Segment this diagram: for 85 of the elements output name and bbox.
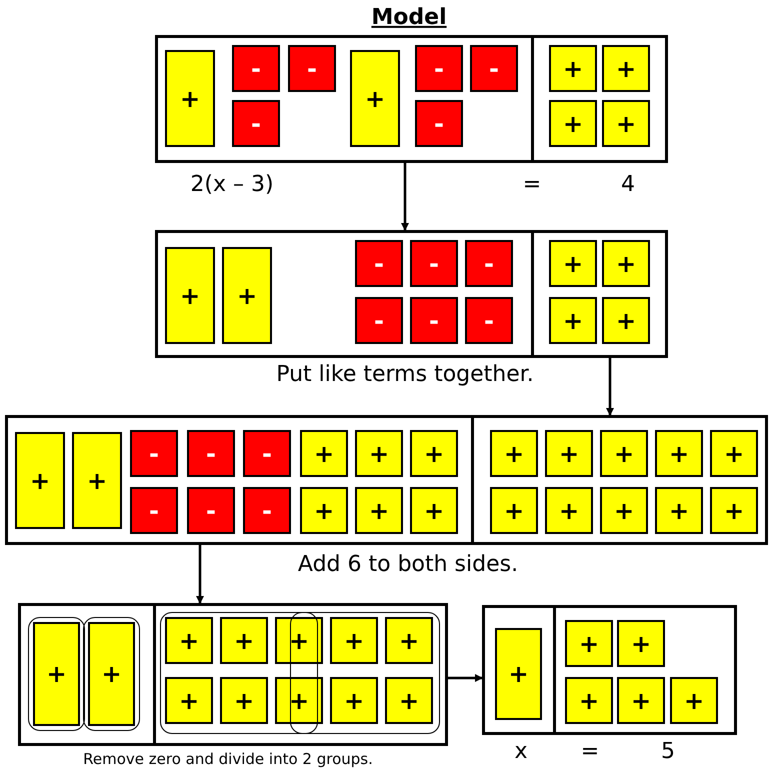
positive-unit-tile: + xyxy=(602,240,650,287)
x-tile: + xyxy=(88,622,135,726)
positive-unit-tile: + xyxy=(220,677,268,724)
equation-text: 2(x – 3) xyxy=(190,172,274,198)
positive-unit-tile: + xyxy=(220,617,268,664)
caption: Add 6 to both sides. xyxy=(298,552,518,578)
positive-unit-tile: + xyxy=(600,430,648,477)
positive-unit-tile: + xyxy=(617,677,665,724)
positive-unit-tile: + xyxy=(355,487,403,534)
positive-unit-tile: + xyxy=(165,617,213,664)
positive-unit-tile: + xyxy=(710,487,758,534)
positive-unit-tile: + xyxy=(655,487,703,534)
negative-unit-tile: - xyxy=(187,487,235,534)
x-tile: + xyxy=(72,432,122,529)
positive-unit-tile: + xyxy=(410,430,458,477)
equation-mat xyxy=(155,230,668,358)
x-tile: + xyxy=(495,628,542,720)
positive-unit-tile: + xyxy=(602,297,650,344)
positive-unit-tile: + xyxy=(300,487,348,534)
arrow xyxy=(448,674,483,682)
caption: Remove zero and divide into 2 groups. xyxy=(83,750,373,768)
positive-unit-tile: + xyxy=(545,487,593,534)
negative-unit-tile: - xyxy=(232,100,280,147)
negative-unit-tile: - xyxy=(187,430,235,477)
negative-unit-tile: - xyxy=(130,487,178,534)
positive-unit-tile: + xyxy=(602,100,650,147)
x-tile: + xyxy=(33,622,80,726)
positive-unit-tile: + xyxy=(490,487,538,534)
positive-unit-tile: + xyxy=(670,677,718,724)
positive-unit-tile: + xyxy=(710,430,758,477)
positive-unit-tile: + xyxy=(355,430,403,477)
equation-text: 4 xyxy=(621,172,635,198)
positive-unit-tile: + xyxy=(385,677,433,724)
equation-text: = xyxy=(580,740,600,764)
positive-unit-tile: + xyxy=(565,677,613,724)
arrow xyxy=(196,545,204,604)
x-tile: + xyxy=(222,247,272,344)
positive-unit-tile: + xyxy=(385,617,433,664)
equation-text: x xyxy=(514,740,528,764)
positive-unit-tile: + xyxy=(410,487,458,534)
negative-unit-tile: - xyxy=(288,45,336,92)
negative-unit-tile: - xyxy=(415,100,463,147)
positive-unit-tile: + xyxy=(549,297,597,344)
positive-unit-tile: + xyxy=(565,620,613,667)
positive-unit-tile: + xyxy=(330,677,378,724)
positive-unit-tile: + xyxy=(545,430,593,477)
arrow xyxy=(606,358,614,416)
arrow xyxy=(401,163,409,231)
negative-unit-tile: - xyxy=(243,487,291,534)
x-tile: + xyxy=(350,50,400,147)
negative-unit-tile: - xyxy=(355,240,403,287)
equation-mat xyxy=(5,415,768,545)
negative-unit-tile: - xyxy=(410,297,458,344)
negative-unit-tile: - xyxy=(355,297,403,344)
negative-unit-tile: - xyxy=(130,430,178,477)
positive-unit-tile: + xyxy=(617,620,665,667)
x-tile: + xyxy=(165,50,215,147)
negative-unit-tile: - xyxy=(232,45,280,92)
positive-unit-tile: + xyxy=(602,45,650,92)
negative-unit-tile: - xyxy=(465,240,513,287)
positive-unit-tile: + xyxy=(549,45,597,92)
positive-unit-tile: + xyxy=(549,240,597,287)
positive-unit-tile: + xyxy=(490,430,538,477)
positive-unit-tile: + xyxy=(330,617,378,664)
positive-unit-tile: + xyxy=(275,677,323,724)
positive-unit-tile: + xyxy=(600,487,648,534)
equation-text: 5 xyxy=(661,740,675,764)
negative-unit-tile: - xyxy=(465,297,513,344)
negative-unit-tile: - xyxy=(410,240,458,287)
negative-unit-tile: - xyxy=(470,45,518,92)
equation-text: = xyxy=(522,172,542,198)
x-tile: + xyxy=(165,247,215,344)
positive-unit-tile: + xyxy=(165,677,213,724)
positive-unit-tile: + xyxy=(275,617,323,664)
positive-unit-tile: + xyxy=(655,430,703,477)
equation-mat xyxy=(482,605,737,735)
negative-unit-tile: - xyxy=(415,45,463,92)
positive-unit-tile: + xyxy=(300,430,348,477)
positive-unit-tile: + xyxy=(549,100,597,147)
caption: Put like terms together. xyxy=(276,362,534,388)
equation-mat xyxy=(18,603,448,746)
title: Model xyxy=(371,6,447,30)
x-tile: + xyxy=(15,432,65,529)
equation-mat xyxy=(155,35,668,163)
negative-unit-tile: - xyxy=(243,430,291,477)
